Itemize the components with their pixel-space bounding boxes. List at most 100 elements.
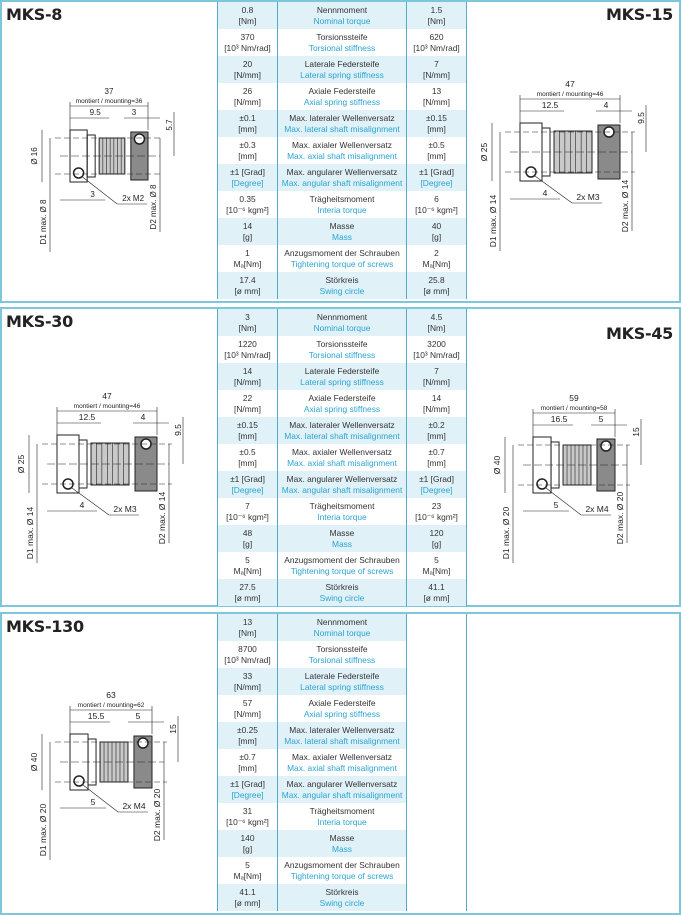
value: 0.8 <box>241 5 254 15</box>
value: 20 <box>242 59 253 69</box>
empty-cell <box>407 749 466 776</box>
value-cell-left: 0.35[10⁻⁶ kgm²] <box>218 191 277 218</box>
value: ±1 [Grad] <box>419 167 454 177</box>
value: 620 <box>429 32 444 42</box>
label-english: Swing circle <box>319 285 365 296</box>
label-german: Anzugsmoment der Schrauben <box>284 248 400 258</box>
unit: Mₐ[Nm] <box>233 258 262 269</box>
dim-screw-height: 15 <box>631 427 641 437</box>
label-english: Swing circle <box>319 897 365 908</box>
value-cell-left: ±1 [Grad][Degree] <box>218 164 277 191</box>
value: 14 <box>242 366 253 376</box>
empty-cell <box>407 722 466 749</box>
label-english: Interia torque <box>317 204 367 215</box>
unit: [N/mm] <box>234 403 261 414</box>
label-english: Max. axial shaft misalignment <box>287 762 397 773</box>
dim-screw-position: 4 <box>604 100 609 110</box>
dim-hub-length: 12.5 <box>542 100 559 110</box>
value-cell-right: ±1 [Grad][Degree] <box>407 471 466 498</box>
unit: [10³ Nm/rad] <box>224 42 271 53</box>
dim-mounting: montiert / mounting=62 <box>78 702 145 709</box>
label-english: Swing circle <box>319 592 365 603</box>
value: ±1 [Grad] <box>419 474 454 484</box>
label-english: Nominal torque <box>313 627 371 638</box>
value: 27.5 <box>239 582 256 592</box>
label-english: Max. lateral shaft misalignment <box>284 430 400 441</box>
unit: [N/mm] <box>234 708 261 719</box>
value-cell-left: 13[Nm] <box>218 614 277 641</box>
label-german: Max. angularer Wellenversatz <box>286 474 398 484</box>
unit: [10³ Nm/rad] <box>224 654 271 665</box>
unit: [10⁻⁶ kgm²] <box>226 204 269 215</box>
unit: [Nm] <box>427 15 446 26</box>
dim-hub-length: 12.5 <box>79 412 96 422</box>
label-german: Trägheitsmoment <box>309 194 375 204</box>
label-english: Max. lateral shaft misalignment <box>284 123 400 134</box>
dim-hub-length: 15.5 <box>88 711 105 721</box>
value: ±1 [Grad] <box>230 474 265 484</box>
unit: [10³ Nm/rad] <box>413 349 460 360</box>
unit: [ø mm] <box>234 592 261 603</box>
label-english: Max. axial shaft misalignment <box>287 457 397 468</box>
value: 40 <box>431 221 442 231</box>
label-german: Torsionssteife <box>316 32 368 42</box>
dim-outer-diameter: Ø 25 <box>16 455 26 474</box>
label-german: Störkreis <box>325 582 359 592</box>
value: 7 <box>434 366 439 376</box>
label-english: Nominal torque <box>313 15 371 26</box>
spec-row: ±1 [Grad][Degree]Max. angularer Wellenve… <box>218 776 466 803</box>
unit: [Degree] <box>231 484 264 495</box>
label-english: Lateral spring stiffness <box>300 376 384 387</box>
value: 1 <box>245 248 250 258</box>
dim-d2-max: D2 max. Ø 14 <box>620 180 630 233</box>
value-cell-right: 1.5[Nm] <box>407 2 466 29</box>
label-english: Tightening torque of screws <box>290 870 394 881</box>
dim-mounting: montiert / mounting=36 <box>76 98 143 105</box>
value: ±0.3 <box>239 140 256 150</box>
value: 5 <box>245 860 250 870</box>
unit: [N/mm] <box>423 96 450 107</box>
value: 120 <box>429 528 444 538</box>
label-german: Axiale Federsteife <box>308 698 376 708</box>
label-english: Mass <box>331 538 352 549</box>
screw-callout: 2x M3 <box>113 504 136 514</box>
value-cell-left: 3[Nm] <box>218 309 277 336</box>
screw-callout: 2x M4 <box>122 801 145 811</box>
value: 13 <box>431 86 442 96</box>
value-cell-right: 25.8[ø mm] <box>407 272 466 299</box>
dim-screw-offset: 4 <box>80 500 85 510</box>
value: 8700 <box>238 644 257 654</box>
unit: [ø mm] <box>423 285 450 296</box>
value-cell-left: ±0.1[mm] <box>218 110 277 137</box>
screw-icon <box>133 133 146 145</box>
unit: [N/mm] <box>234 681 261 692</box>
label-german: Anzugsmoment der Schrauben <box>284 555 400 565</box>
value-cell-left: 33[N/mm] <box>218 668 277 695</box>
leader-line <box>82 784 119 813</box>
spec-row: ±1 [Grad][Degree]Max. angularer Wellenve… <box>218 471 466 498</box>
